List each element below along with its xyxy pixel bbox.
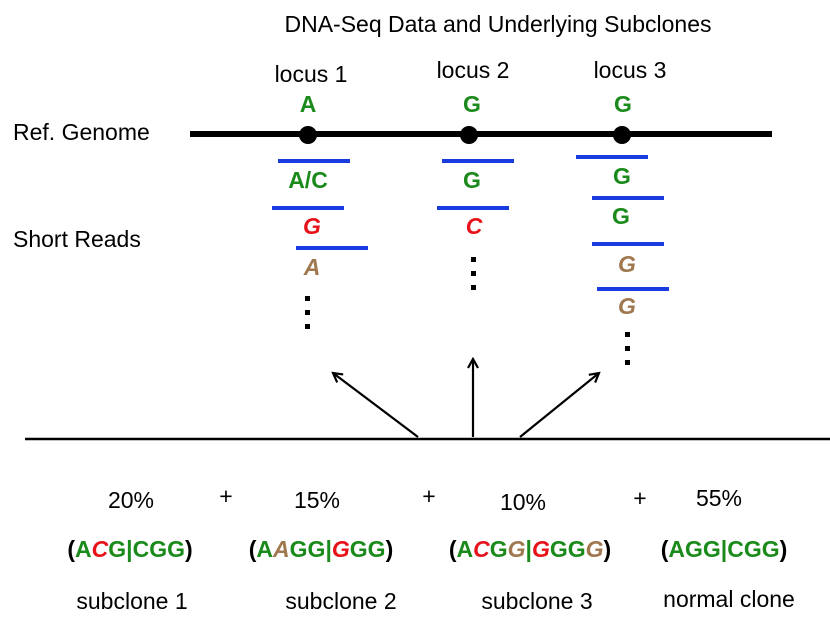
clone-2-name: subclone 2	[285, 588, 396, 614]
clone-3-genotype: (ACGG|GGGG)	[449, 536, 611, 562]
genotype-segment: |	[721, 536, 727, 562]
genotype-segment: G	[108, 536, 126, 562]
locus-3-read-allele: G	[618, 251, 636, 277]
diagram-title: DNA-Seq Data and Underlying Subclones	[284, 11, 711, 37]
locus-3-ref-allele: G	[614, 91, 632, 117]
genotype-segment: C	[92, 536, 109, 562]
plus-sign: +	[219, 483, 232, 509]
genotype-segment: |	[325, 536, 331, 562]
clone-4-percent: 55%	[696, 485, 742, 511]
genotype-segment: GG	[550, 536, 586, 562]
short-reads-label: Short Reads	[13, 226, 141, 252]
genotype-segment: )	[386, 536, 394, 562]
ref-genome-label: Ref. Genome	[13, 119, 150, 145]
genotype-segment: A	[456, 536, 473, 562]
clone-1-percent: 20%	[108, 487, 154, 513]
locus-2-ref-allele: G	[463, 91, 481, 117]
locus-1-read-allele: G	[303, 213, 321, 239]
genotype-segment: |	[526, 536, 532, 562]
locus-1-ref-allele: A	[300, 91, 317, 117]
genotype-segment: (	[67, 536, 75, 562]
locus-1-label: locus 1	[275, 61, 348, 87]
locus-1-read-allele: A/C	[288, 167, 328, 193]
genotype-segment: CGG	[727, 536, 779, 562]
genotype-segment: A	[256, 536, 273, 562]
locus-2-marker	[460, 126, 478, 144]
locus-3-read-allele: G	[618, 293, 636, 319]
clone-3-name: subclone 3	[481, 588, 592, 614]
genotype-segment: G	[508, 536, 526, 562]
genotype-segment: G	[490, 536, 508, 562]
genotype-segment: AGG	[668, 536, 720, 562]
continuation-dots	[625, 332, 630, 365]
genotype-segment: (	[249, 536, 257, 562]
locus-3-read-allele: G	[613, 163, 631, 189]
plus-sign: +	[633, 485, 646, 511]
genotype-segment: A	[272, 536, 290, 562]
locus-3-label: locus 3	[594, 57, 667, 83]
plus-sign: +	[422, 483, 435, 509]
arrow-to-locus-3	[519, 373, 599, 438]
locus-2-read-allele: G	[463, 167, 481, 193]
genotype-segment: G	[332, 536, 350, 562]
clone-1-genotype: (ACG|CGG)	[67, 536, 192, 562]
locus-2-read-allele: C	[466, 213, 483, 239]
genotype-segment: CGG	[133, 536, 185, 562]
locus-1-marker	[299, 126, 317, 144]
continuation-dots	[471, 257, 476, 290]
continuation-dots	[305, 296, 310, 329]
genotype-segment: )	[780, 536, 788, 562]
clone-3-percent: 10%	[500, 489, 546, 515]
genotype-segment: A	[75, 536, 92, 562]
genotype-segment: )	[185, 536, 193, 562]
clone-4-name: normal clone	[663, 586, 795, 612]
clone-4-genotype: (AGG|CGG)	[661, 536, 788, 562]
genotype-segment: (	[661, 536, 669, 562]
genotype-segment: C	[473, 536, 490, 562]
locus-3-read-allele: G	[612, 203, 630, 229]
genotype-segment: G	[532, 536, 550, 562]
genotype-segment: GG	[290, 536, 326, 562]
locus-1-read-allele: A	[303, 254, 321, 280]
genotype-segment: (	[449, 536, 457, 562]
genotype-segment: |	[126, 536, 132, 562]
clone-2-genotype: (AAGG|GGG)	[249, 536, 393, 562]
clone-2-percent: 15%	[294, 487, 340, 513]
genotype-segment: G	[586, 536, 604, 562]
arrow-to-locus-1	[333, 373, 419, 438]
genotype-segment: )	[604, 536, 612, 562]
locus-2-label: locus 2	[437, 57, 510, 83]
genotype-segment: GG	[350, 536, 386, 562]
locus-3-marker	[613, 126, 631, 144]
clone-1-name: subclone 1	[76, 588, 187, 614]
